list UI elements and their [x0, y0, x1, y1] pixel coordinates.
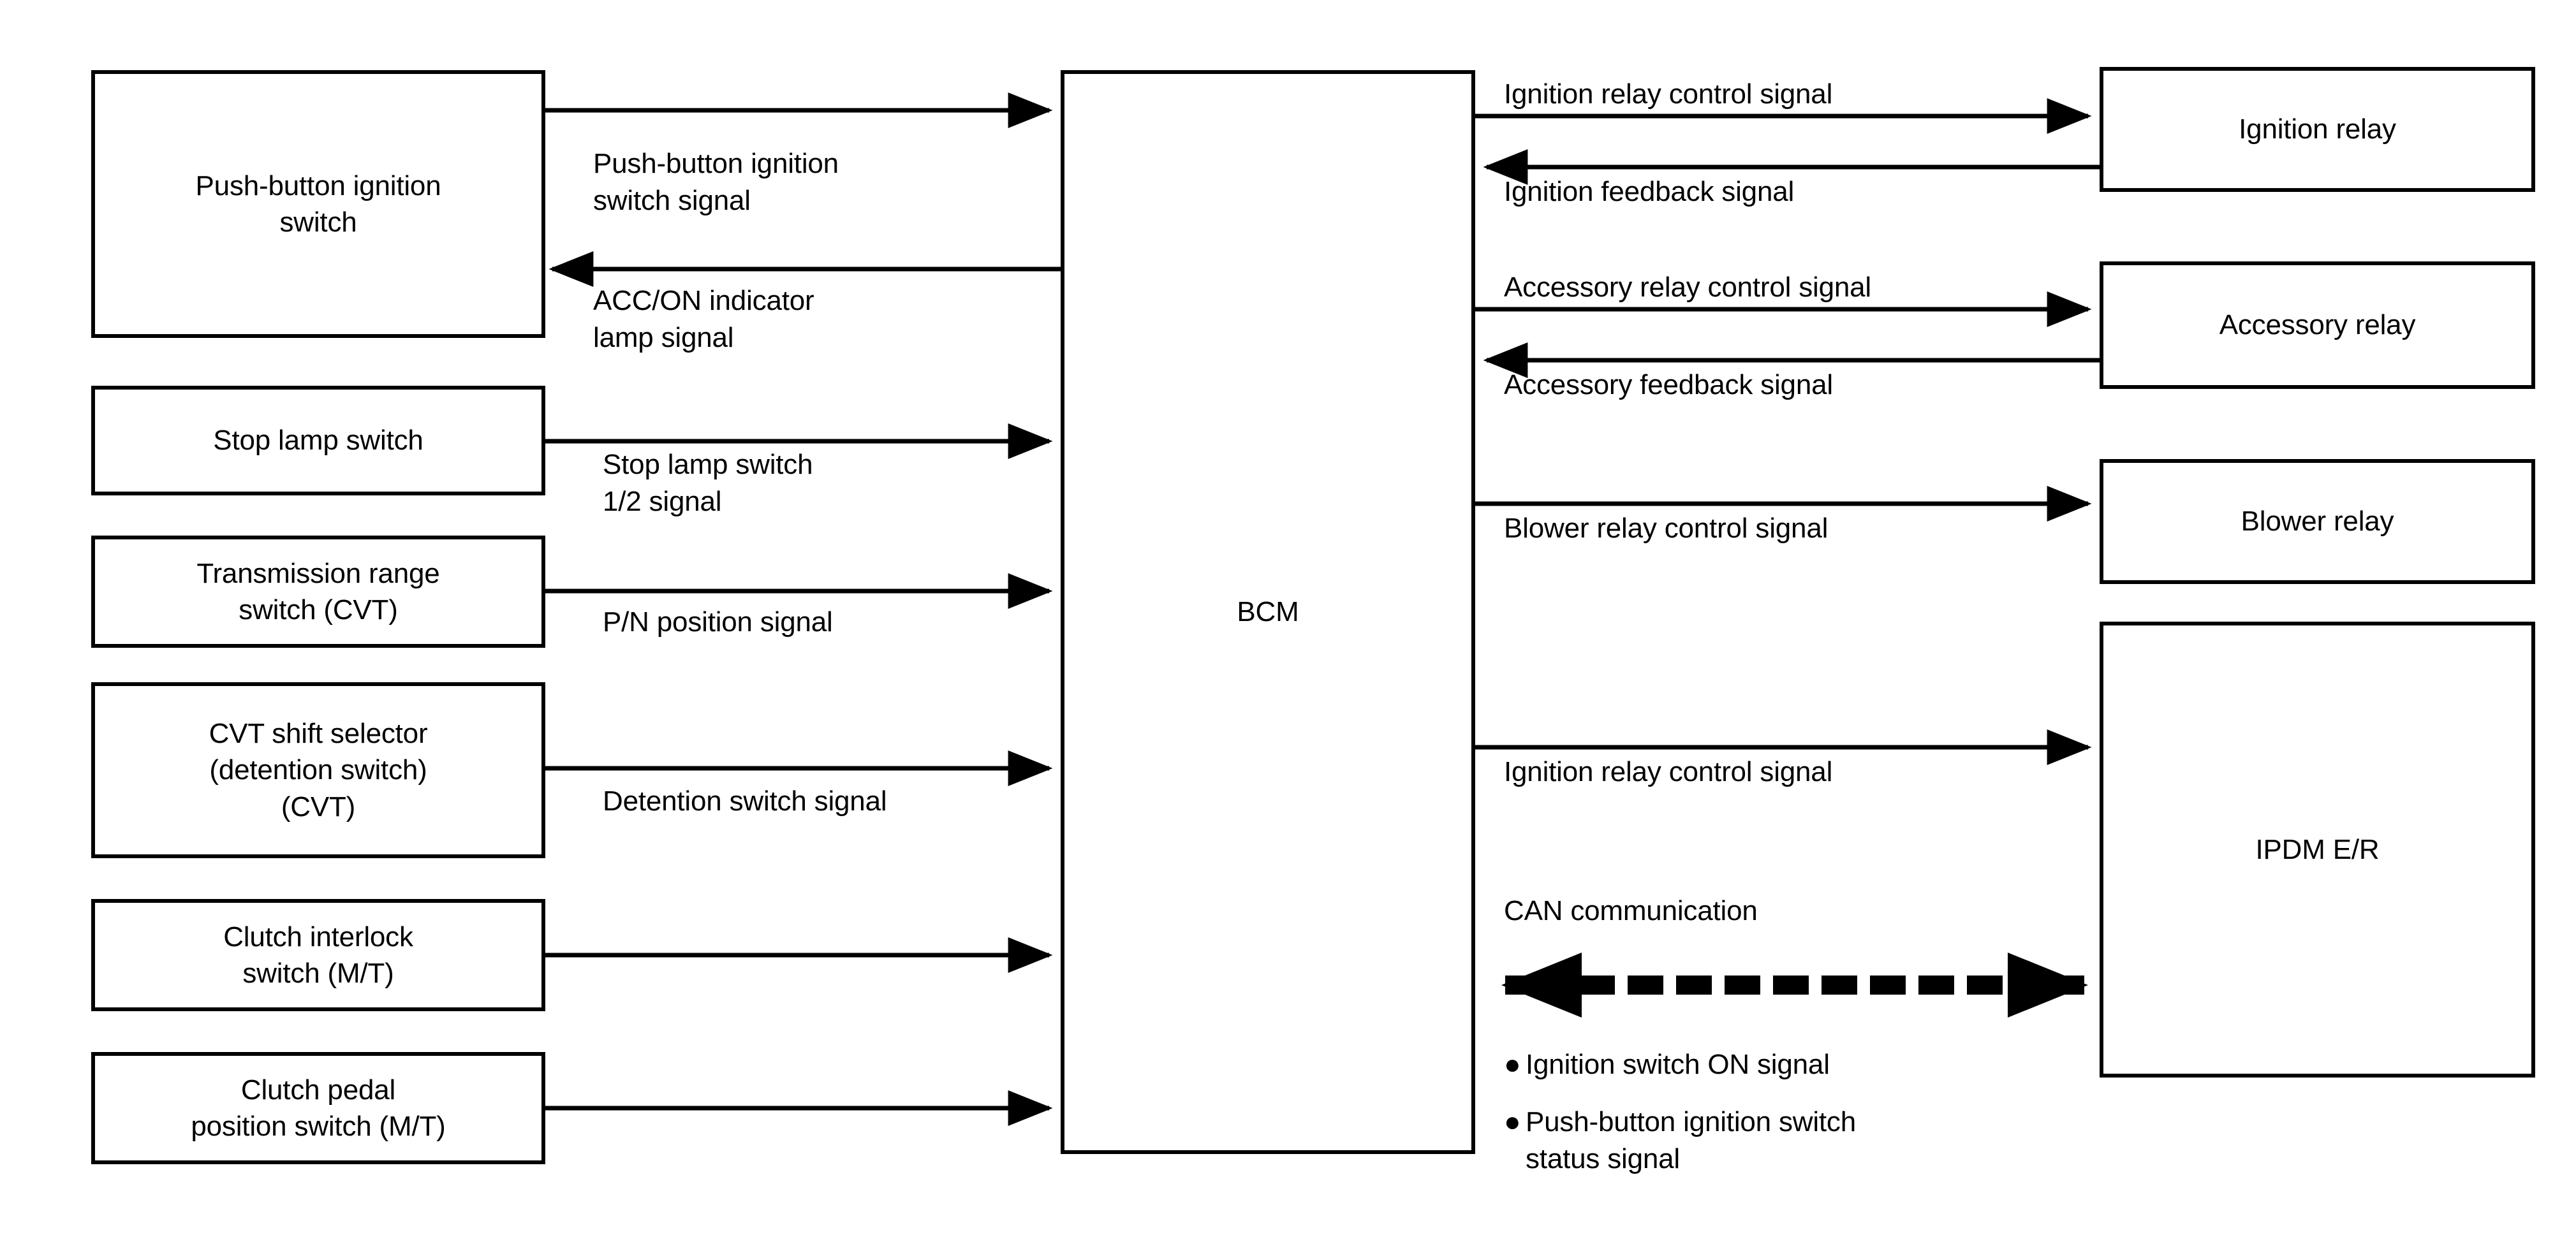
block-ipdm-er[interactable]: IPDM E/R — [2100, 622, 2535, 1078]
label-accessory-feedback-signal: Accessory feedback signal — [1504, 369, 1833, 400]
label-can-communication: CAN communication — [1504, 895, 1758, 926]
block-accessory-relay[interactable]: Accessory relay — [2100, 261, 2535, 389]
label-blower-relay-control-signal: Blower relay control signal — [1504, 513, 1829, 544]
can-item-push-button-ignition-switch-status-signal: ●Push-button ignition switch status sign… — [1504, 1067, 1856, 1178]
bullet-icon: ● — [1504, 1106, 1521, 1138]
label-accessory-relay-control-signal: Accessory relay control signal — [1504, 271, 1872, 303]
block-ignition-relay[interactable]: Ignition relay — [2100, 67, 2535, 192]
label-push-button-ignition-switch-signal: Push-button ignition switch signal — [593, 148, 839, 217]
label-stop-lamp-switch-signal: Stop lamp switch 1/2 signal — [603, 449, 813, 518]
can-item-label: Push-button ignition switch status signa… — [1526, 1106, 1857, 1175]
block-stop-lamp-switch[interactable]: Stop lamp switch — [91, 386, 545, 495]
label-ignition-feedback-signal: Ignition feedback signal — [1504, 176, 1795, 207]
label-pn-position-signal: P/N position signal — [603, 606, 833, 638]
label-acc-on-indicator-lamp-signal: ACC/ON indicator lamp signal — [593, 285, 814, 354]
can-item-ignition-switch-on-signal: ●Ignition switch ON signal — [1504, 1009, 1830, 1083]
block-clutch-interlock-switch[interactable]: Clutch interlock switch (M/T) — [91, 899, 545, 1011]
block-blower-relay[interactable]: Blower relay — [2100, 459, 2535, 584]
bullet-icon: ● — [1504, 1049, 1521, 1081]
block-transmission-range-switch[interactable]: Transmission range switch (CVT) — [91, 536, 545, 648]
label-ipdm-ignition-relay-control-signal: Ignition relay control signal — [1504, 756, 1833, 787]
block-cvt-shift-selector[interactable]: CVT shift selector (detention switch) (C… — [91, 682, 545, 858]
label-detention-switch-signal: Detention switch signal — [603, 786, 887, 817]
label-ignition-relay-control-signal: Ignition relay control signal — [1504, 78, 1833, 110]
block-bcm[interactable]: BCM — [1061, 70, 1475, 1154]
can-item-label: Ignition switch ON signal — [1526, 1049, 1830, 1081]
block-clutch-pedal-position-switch[interactable]: Clutch pedal position switch (M/T) — [91, 1052, 545, 1164]
block-push-button-ignition-switch[interactable]: Push-button ignition switch — [91, 70, 545, 338]
